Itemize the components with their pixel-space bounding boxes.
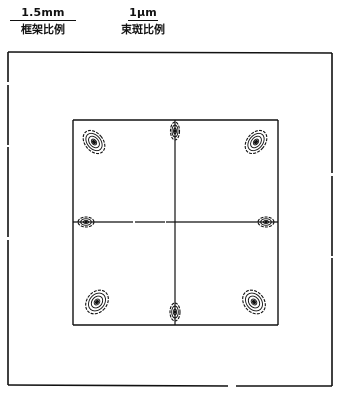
spot-top-right-core — [254, 139, 258, 145]
spot-middle-left — [77, 216, 95, 228]
spot-top-right-ring — [244, 129, 268, 155]
spot-top-center-ring — [173, 127, 177, 135]
spot-scale-value: 1μm — [129, 6, 157, 19]
spot-middle-right-ring — [262, 219, 270, 225]
frame-scale-legend: 1.5mm 框架比例 — [8, 6, 78, 36]
spot-top-left-ring — [85, 132, 103, 152]
spot-bottom-center-core — [173, 310, 177, 314]
spot-top-right-ring — [247, 132, 265, 152]
spot-middle-right-ring — [260, 218, 272, 226]
spot-bottom-right-ring — [242, 289, 266, 315]
spot-bottom-right-ring — [250, 298, 258, 306]
spot-top-left-ring — [82, 129, 106, 155]
spot-bottom-center-ring — [171, 305, 179, 319]
spot-top-left — [82, 129, 106, 155]
spot-middle-right-ring — [257, 216, 275, 228]
outer-frame — [7, 51, 333, 387]
spot-scale-bar — [128, 20, 158, 21]
spot-bottom-center — [169, 302, 181, 322]
spot-scale-legend: 1μm 束斑比例 — [118, 6, 168, 36]
spot-bottom-left-core — [94, 299, 100, 305]
spot-middle-left-ring — [77, 216, 95, 228]
spot-bottom-center-ring — [169, 302, 181, 322]
frame-scale-value: 1.5mm — [21, 6, 65, 19]
cross-axes — [73, 120, 278, 325]
spot-scale-label: 束斑比例 — [121, 23, 165, 36]
spot-bottom-right-ring — [247, 295, 261, 309]
spot-top-left-core — [92, 139, 96, 145]
spot-middle-left-ring — [82, 219, 90, 225]
frame-scale-bar — [10, 20, 76, 21]
frame-scale-label: 框架比例 — [21, 23, 65, 36]
spot-top-center — [169, 121, 181, 141]
spot-top-left-ring — [88, 135, 100, 149]
spots-group — [77, 121, 275, 322]
spot-bottom-left-ring — [90, 295, 104, 309]
spot-bottom-right — [242, 289, 266, 315]
spot-bottom-left-ring — [85, 289, 109, 315]
spot-bottom-left-ring — [88, 292, 106, 312]
spot-bottom-right-ring — [245, 292, 263, 312]
spot-bottom-left — [85, 289, 109, 315]
spot-top-center-ring — [171, 124, 179, 138]
spot-middle-left-core — [84, 220, 88, 224]
spot-middle-right-core — [264, 220, 268, 224]
spot-top-right — [244, 129, 268, 155]
spot-top-center-core — [173, 129, 177, 133]
spot-bottom-center-ring — [172, 308, 178, 316]
spot-top-left-ring — [90, 138, 98, 146]
spot-middle-left-ring — [80, 218, 92, 226]
spot-top-center-ring — [169, 121, 181, 141]
spot-bottom-right-core — [251, 299, 257, 305]
spot-middle-right — [257, 216, 275, 228]
spot-top-right-ring — [250, 135, 262, 149]
spot-bottom-left-ring — [93, 298, 101, 306]
